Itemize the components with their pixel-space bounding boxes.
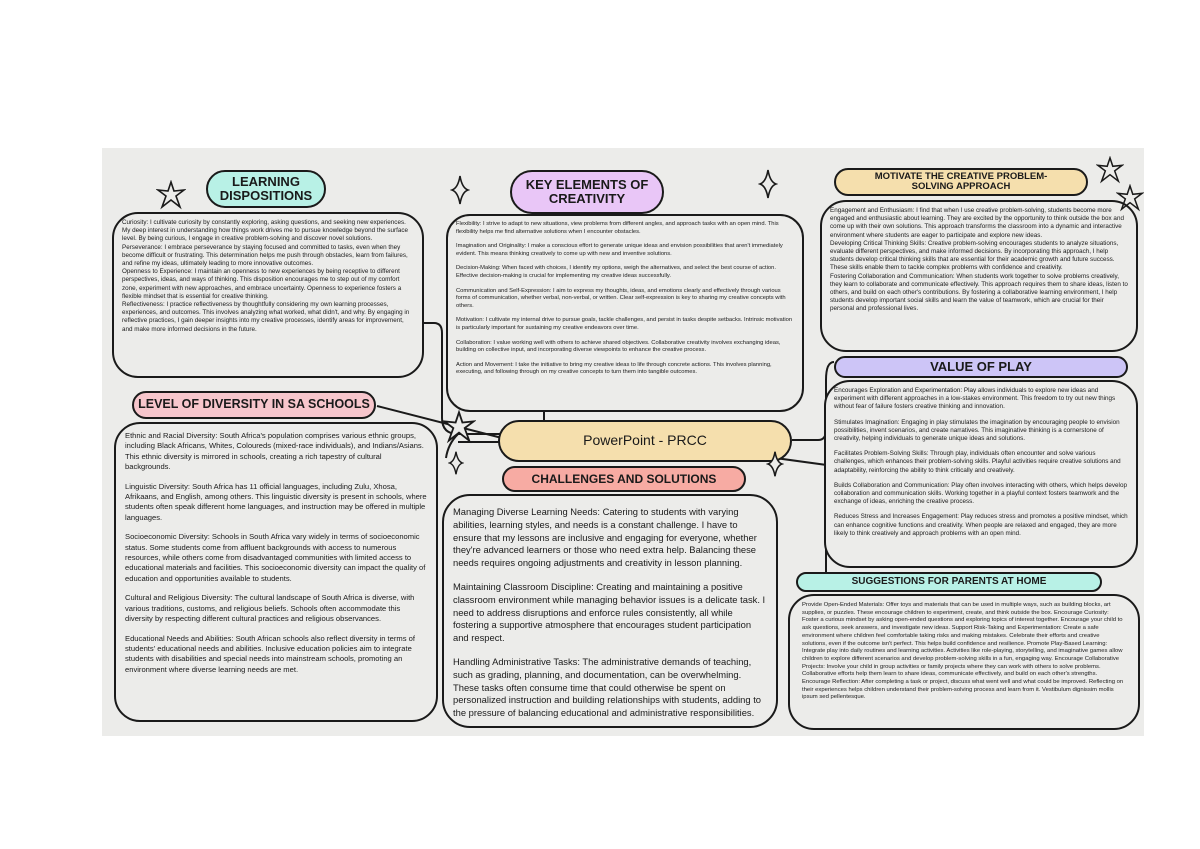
motivate-collaboration: Fostering Collaboration and Communicatio… [830, 272, 1128, 313]
learning-dispositions-heading: LEARNING DISPOSITIONS [206, 170, 326, 208]
learning-dispositions-box: Curiosity: I cultivate curiosity by cons… [112, 212, 424, 378]
key-element-imagination: Imagination and Originality: I make a co… [456, 243, 783, 257]
key-elements-heading: KEY ELEMENTS OF CREATIVITY [510, 170, 664, 214]
diversity-title: LEVEL OF DIVERSITY IN SA SCHOOLS [138, 397, 370, 412]
sparkle-icon [758, 169, 778, 199]
disposition-reflectiveness: Reflectiveness: I practice reflectivenes… [122, 301, 410, 333]
star-icon [1116, 184, 1144, 212]
key-elements-title: KEY ELEMENTS OF CREATIVITY [525, 176, 649, 206]
play-collaboration: Builds Collaboration and Communication: … [834, 481, 1127, 506]
diversity-linguistic: Linguistic Diversity: South Africa has 1… [125, 481, 427, 522]
key-element-flexibility: Flexibility: I strive to adapt to new si… [456, 221, 779, 235]
central-node: PowerPoint - PRCC [498, 420, 792, 462]
motivate-critical-thinking: Developing Critical Thinking Skills: Cre… [830, 239, 1119, 272]
value-of-play-heading: VALUE OF PLAY [834, 356, 1128, 378]
diversity-socioeconomic: Socioeconomic Diversity: Schools in Sout… [125, 532, 426, 583]
challenges-box: Managing Diverse Learning Needs: Caterin… [442, 494, 778, 728]
star-icon [156, 180, 186, 210]
parents-heading: SUGGESTIONS FOR PARENTS AT HOME [796, 572, 1102, 592]
key-elements-box: Flexibility: I strive to adapt to new si… [446, 214, 804, 412]
disposition-openness: Openness to Experience: I maintain an op… [122, 268, 402, 300]
value-of-play-box: Encourages Exploration and Experimentati… [824, 380, 1138, 568]
mind-map-board: LEARNING DISPOSITIONS Curiosity: I culti… [102, 148, 1144, 736]
star-icon [442, 410, 476, 444]
challenge-discipline: Maintaining Classroom Discipline: Creati… [453, 580, 766, 644]
learning-dispositions-title: LEARNING DISPOSITIONS [219, 173, 313, 203]
parents-title: SUGGESTIONS FOR PARENTS AT HOME [851, 575, 1047, 587]
parents-box: Provide Open-Ended Materials: Offer toys… [788, 594, 1140, 730]
key-element-communication: Communication and Self-Expression: I aim… [456, 287, 786, 309]
challenge-diverse-needs: Managing Diverse Learning Needs: Caterin… [453, 506, 757, 569]
motivate-title: MOTIVATE THE CREATIVE PROBLEM-SOLVING AP… [874, 170, 1048, 192]
play-imagination: Stimulates Imagination: Engaging in play… [834, 418, 1120, 443]
motivate-engagement: Engagement and Enthusiasm: I find that w… [830, 207, 1124, 239]
diversity-cultural: Cultural and Religious Diversity: The cu… [125, 593, 415, 624]
play-stress: Reduces Stress and Increases Engagement:… [834, 513, 1128, 537]
diversity-ethnic: Ethnic and Racial Diversity: South Afric… [125, 431, 424, 472]
key-element-collaboration: Collaboration: I value working well with… [456, 339, 781, 354]
challenge-admin-tasks: Handling Administrative Tasks: The admin… [453, 655, 762, 719]
value-of-play-title: VALUE OF PLAY [930, 358, 1032, 374]
diversity-heading: LEVEL OF DIVERSITY IN SA SCHOOLS [132, 391, 376, 419]
central-node-label: PowerPoint - PRCC [583, 432, 707, 449]
play-exploration: Encourages Exploration and Experimentati… [834, 387, 1116, 411]
sparkle-icon [450, 175, 470, 205]
challenges-title: CHALLENGES AND SOLUTIONS [531, 471, 717, 486]
key-element-action: Action and Movement: I take the initiati… [456, 361, 772, 376]
disposition-perseverance: Perseverance: I embrace perseverance by … [122, 243, 408, 268]
disposition-curiosity: Curiosity: I cultivate curiosity by cons… [122, 219, 408, 243]
star-icon [1096, 156, 1124, 184]
sparkle-icon [766, 451, 784, 477]
sparkle-icon [448, 451, 464, 475]
diversity-box: Ethnic and Racial Diversity: South Afric… [114, 422, 438, 722]
key-element-decision-making: Decision-Making: When faced with choices… [456, 265, 776, 279]
challenges-heading: CHALLENGES AND SOLUTIONS [502, 466, 746, 492]
key-element-motivation: Motivation: I cultivate my internal driv… [456, 317, 793, 331]
diversity-educational-needs: Educational Needs and Abilities: South A… [125, 633, 415, 674]
parents-suggestions-text: Provide Open-Ended Materials: Offer toys… [802, 602, 1124, 701]
motivate-box: Engagement and Enthusiasm: I find that w… [820, 200, 1138, 352]
play-problem-solving: Facilitates Problem-Solving Skills: Thro… [834, 450, 1121, 474]
motivate-heading: MOTIVATE THE CREATIVE PROBLEM-SOLVING AP… [834, 168, 1088, 196]
